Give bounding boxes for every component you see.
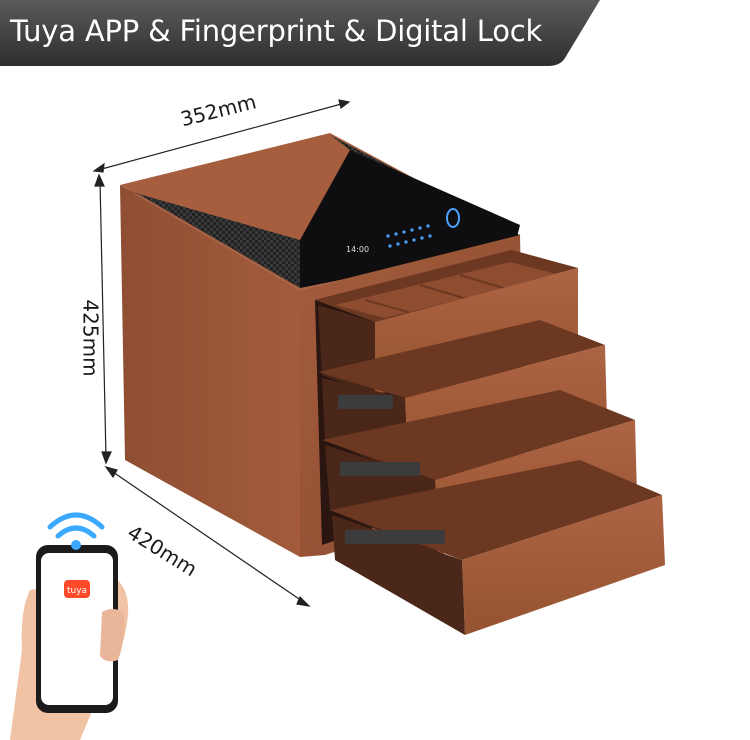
banner-shape <box>0 0 600 66</box>
tuya-app-icon <box>64 580 90 598</box>
carbon-panel-left <box>125 190 300 288</box>
fingerprint-sensor-icon <box>446 208 460 228</box>
cabinet-left-side <box>120 185 300 557</box>
height-dimension-label: 425mm <box>78 299 103 377</box>
keypad-lights <box>386 224 432 248</box>
banner-title: Tuya APP & Fingerprint & Digital Lock <box>10 14 543 48</box>
keypad-time: 14:00 <box>346 245 369 254</box>
hand-holding-phone: tuya <box>10 545 129 740</box>
drawer-4 <box>330 460 665 635</box>
wifi-icon <box>47 512 105 550</box>
app-logo-text: tuya <box>67 586 87 596</box>
dimension-lines <box>92 99 351 607</box>
